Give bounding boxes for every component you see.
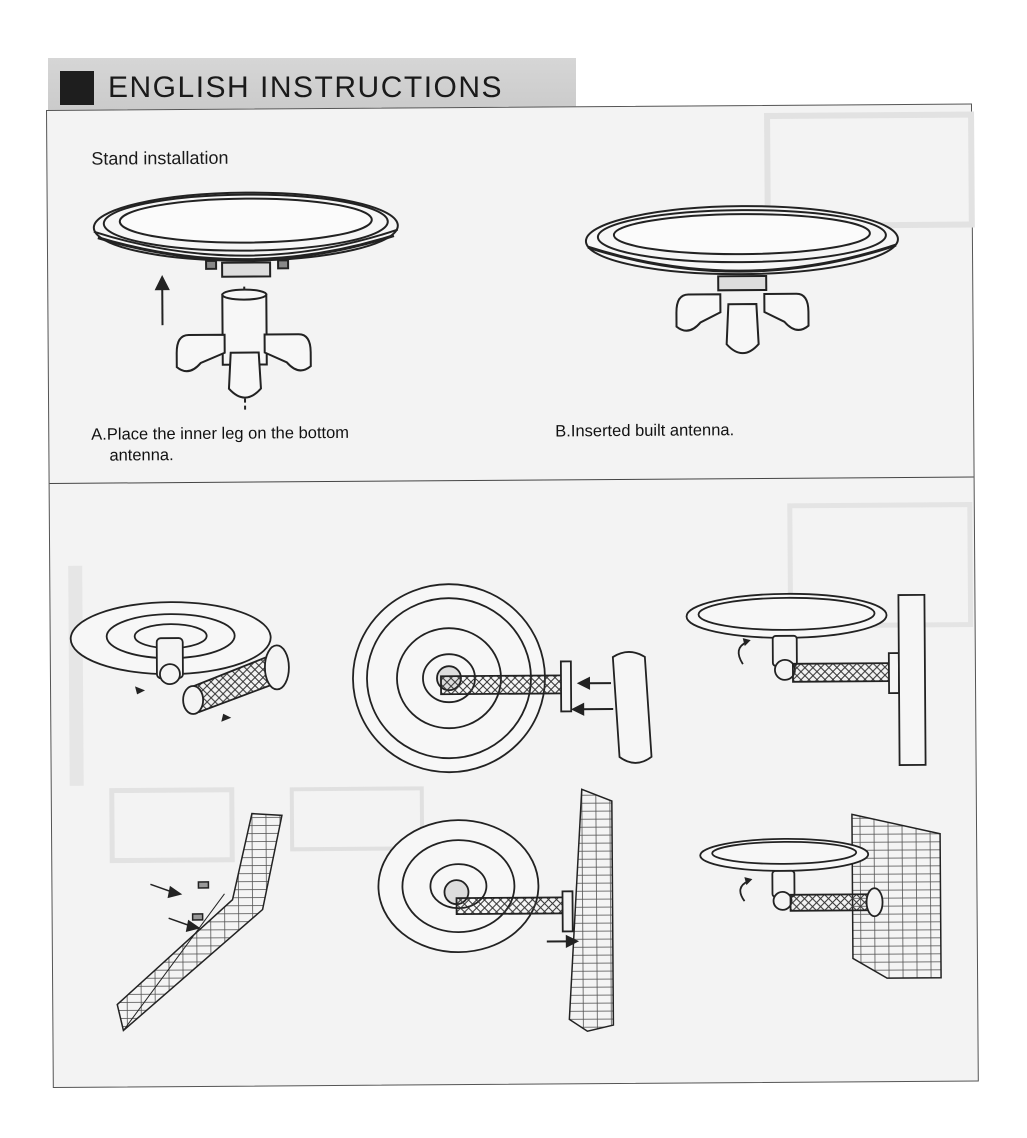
brick-wall-icon <box>116 812 283 1032</box>
figure-a-antenna-stand <box>92 191 399 410</box>
arrow-up-icon <box>154 274 170 326</box>
brick-wall-icon <box>851 813 942 979</box>
antenna-dish-icon <box>584 205 899 292</box>
antenna-dish-icon <box>92 191 399 278</box>
pole-mount-icon <box>897 593 927 766</box>
section-label-stand-installation: Stand installation <box>91 147 229 169</box>
mounting-bracket-icon <box>771 634 900 695</box>
instruction-panel: Stand installation <box>46 103 979 1088</box>
brick-wall-icon <box>568 788 615 1033</box>
mounting-bracket-icon <box>440 660 573 713</box>
figure-mount-exploded <box>69 601 290 722</box>
figure-pole-mount-side <box>685 592 927 766</box>
mounting-bracket-icon <box>771 869 884 918</box>
mounting-bracket-icon <box>155 637 290 715</box>
pole-mount-icon <box>611 651 653 764</box>
header-square-icon <box>60 71 94 105</box>
step-a-line2: antenna. <box>109 446 174 465</box>
step-a-caption: A.Place the inner leg on the bottom ante… <box>91 422 451 467</box>
mounting-bracket-icon <box>443 879 574 933</box>
antenna-dish-icon <box>685 592 888 639</box>
tripod-stand-icon <box>675 292 810 355</box>
figure-pole-mount-large <box>352 583 653 774</box>
page-title: ENGLISH INSTRUCTIONS <box>108 71 504 104</box>
figure-b-inserted-antenna <box>584 205 899 355</box>
figure-wall-screws <box>116 812 283 1032</box>
step-a-line1: A.Place the inner leg on the bottom <box>91 423 350 444</box>
step-b-caption: B.Inserted built antenna. <box>555 421 735 441</box>
figure-wall-mount-large <box>377 788 615 1033</box>
figure-wall-mount-side <box>699 813 942 979</box>
tripod-stand-icon <box>175 284 312 410</box>
antenna-dish-icon <box>699 837 870 872</box>
